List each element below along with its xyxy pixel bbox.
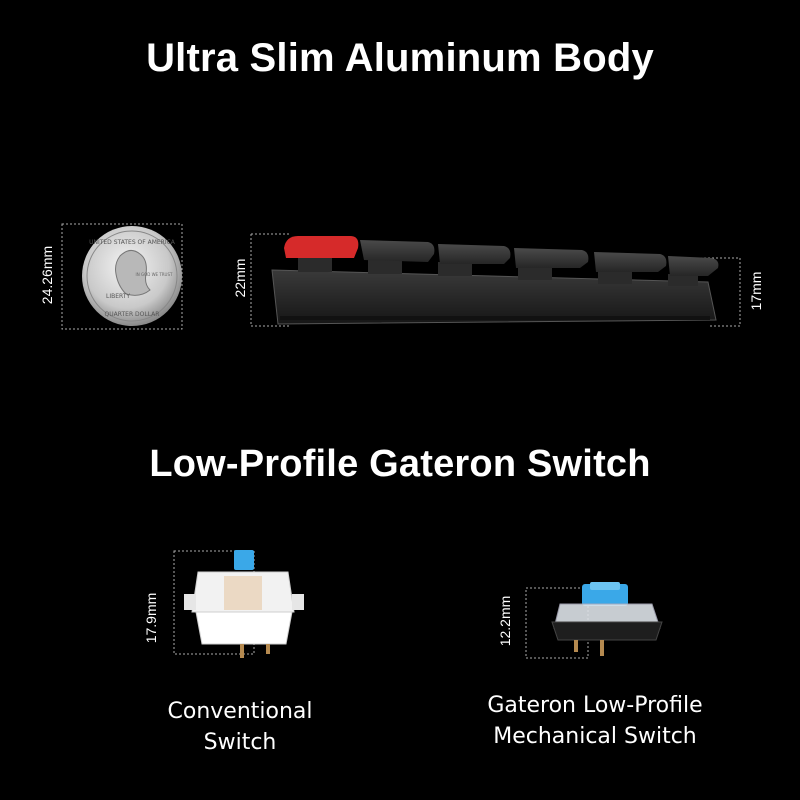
conventional-caption-line1: Conventional: [167, 699, 313, 724]
conventional-caption-line2: Switch: [203, 730, 277, 755]
title-ultra-slim-body: Ultra Slim Aluminum Body: [146, 36, 654, 80]
low-profile-switch-image: [551, 582, 663, 656]
keyboard-side-image: [271, 236, 719, 325]
low-profile-caption-line2: Mechanical Switch: [493, 724, 697, 749]
low-profile-caption-line1: Gateron Low-Profile: [487, 693, 703, 718]
low-profile-switch-caption: Gateron Low-Profile Mechanical Switch: [460, 690, 730, 752]
quarter-coin-image: UNITED STATES OF AMERICA LIBERTY QUARTER…: [82, 226, 182, 326]
title-low-profile-switch: Low-Profile Gateron Switch: [149, 443, 651, 485]
conventional-switch-image: [184, 550, 304, 658]
conventional-switch-caption: Conventional Switch: [140, 696, 340, 758]
low-profile-height-label: 12.2mm: [497, 595, 513, 647]
coin-liberty-text: LIBERTY: [106, 293, 130, 300]
coin-motto-text: IN GOD WE TRUST: [136, 272, 173, 277]
coin-top-text: UNITED STATES OF AMERICA: [89, 239, 176, 246]
coin-bottom-text: QUARTER DOLLAR: [105, 311, 160, 318]
